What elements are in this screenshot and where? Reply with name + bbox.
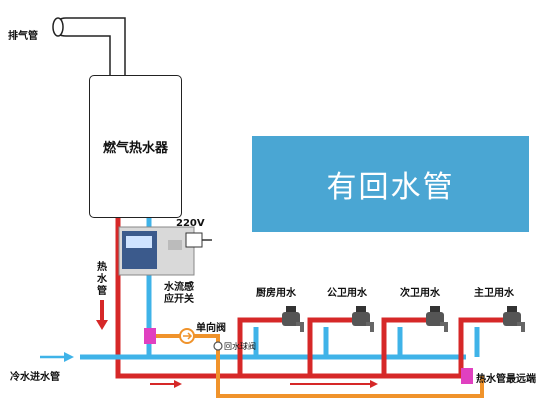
branch-public-bath xyxy=(307,317,352,376)
exhaust-pipe-opening xyxy=(52,17,64,37)
hot-flow-arrow-right xyxy=(150,380,182,388)
faucet-icon xyxy=(426,306,448,332)
faucet-label-master-bath: 主卫用水 xyxy=(474,288,514,299)
exhaust-pipe xyxy=(55,17,126,79)
farthest-hot-label: 热水管最远端 xyxy=(476,374,536,385)
ball-valve-label: 回水球阀 xyxy=(224,342,256,351)
flow-switch-label: 水流感应开关 xyxy=(164,282,194,305)
banner-title: 有回水管 xyxy=(326,170,455,205)
faucet-label-kitchen: 厨房用水 xyxy=(256,288,296,299)
faucet-icon xyxy=(352,306,374,332)
hot-pipe-label: 热水管 xyxy=(97,262,107,297)
faucet-label-public-bath: 公卫用水 xyxy=(327,288,367,299)
voltage-label: 220V xyxy=(176,218,205,229)
cold-inlet-label: 冷水进水管 xyxy=(10,372,60,383)
heater-label: 燃气热水器 xyxy=(102,141,168,156)
check-valve-label: 单向阀 xyxy=(196,323,226,334)
branch-kitchen xyxy=(237,317,282,376)
hot-pipe-main xyxy=(115,218,466,379)
ball-valve-icon xyxy=(213,341,223,351)
return-flow-arrow xyxy=(290,380,378,388)
faucet-label-secondary-bath: 次卫用水 xyxy=(400,288,440,299)
control-box xyxy=(118,226,195,276)
remote-pump-unit xyxy=(461,368,473,384)
pump-unit xyxy=(144,328,156,344)
hot-flow-arrow-down xyxy=(96,300,108,330)
branch-secondary-bath xyxy=(381,317,426,376)
gas-water-heater: 燃气热水器 xyxy=(89,75,182,218)
faucet-icon xyxy=(282,306,304,332)
exhaust-pipe-label: 排气管 xyxy=(8,31,38,42)
banner: 有回水管 xyxy=(252,136,529,232)
return-pipe xyxy=(156,334,484,398)
power-socket-icon xyxy=(185,232,203,248)
faucet-icon xyxy=(503,306,525,332)
cold-inlet-arrow xyxy=(40,352,74,362)
branch-master-bath xyxy=(458,317,503,376)
